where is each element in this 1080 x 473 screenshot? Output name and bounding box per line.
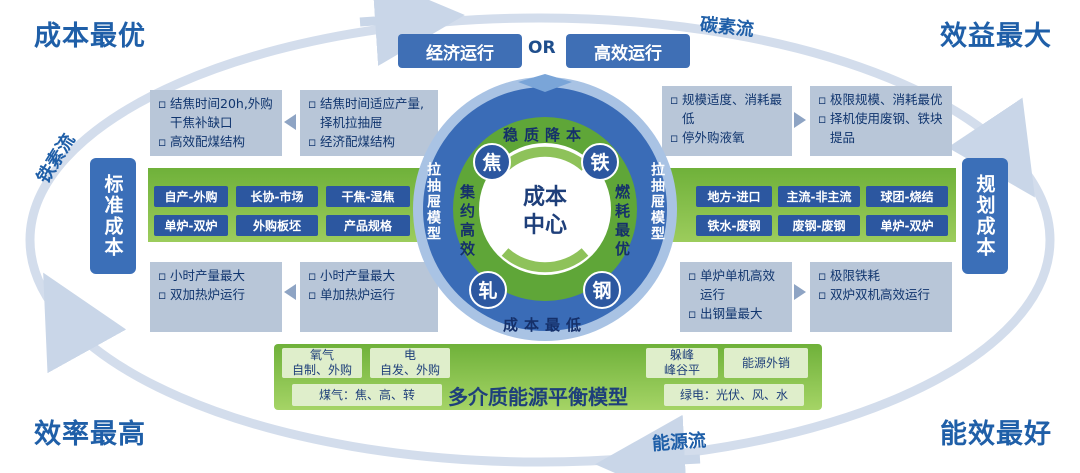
efficient-operation-box: 高效运行	[566, 34, 690, 68]
band-left-r2-c1: 单炉-双炉	[154, 215, 228, 236]
ring-right-text: 燃耗最优	[613, 183, 631, 260]
planned-cost-box: 规划成本	[962, 158, 1008, 274]
band-left-r2-c2: 外购板坯	[236, 215, 318, 236]
band-left-r1-c2: 长协-市场	[236, 186, 318, 207]
inner-arrow-top	[501, 146, 589, 171]
flow-energy-label: 能源流	[651, 430, 707, 455]
inner-arrow-bottom	[501, 248, 589, 273]
band-left-r1-c1: 自产-外购	[154, 186, 228, 207]
node-rolling	[469, 271, 507, 309]
band-right-r1-c3: 球团-烧结	[866, 186, 948, 207]
arrow-right-icon	[794, 112, 806, 128]
drawer-model-left: 拉抽屉模型	[425, 161, 441, 242]
lower-right-inner-box: ▫单炉单机高效运行 ▫出钢量最大	[680, 262, 792, 332]
ring-left-text: 集约高效	[458, 183, 476, 260]
lower-left-inner-box: ▫小时产量最大 ▫单加热炉运行	[300, 262, 438, 332]
upper-left-inner-box: ▫结焦时间适应产量,择机拉抽屉 ▫经济配煤结构	[300, 90, 438, 156]
power-cell: 电自发、外购	[370, 348, 450, 378]
oxygen-cell: 氧气自制、外购	[282, 348, 362, 378]
corner-energy-best: 能效最好	[940, 419, 1052, 450]
band-right-r1-c2: 主流-非主流	[778, 186, 860, 207]
arrow-left-icon	[284, 114, 296, 130]
gas-cell: 煤气：焦、高、转	[292, 384, 442, 406]
node-iron-label: 铁	[590, 151, 609, 174]
energy-export-cell: 能源外销	[724, 348, 808, 378]
drawer-model-right: 拉抽屉模型	[649, 161, 665, 242]
corner-cost-optimal: 成本最优	[34, 21, 146, 52]
energy-model-title: 多介质能源平衡模型	[448, 385, 628, 409]
arrow-right-icon	[794, 284, 806, 300]
standard-cost-box: 标准成本	[90, 158, 136, 274]
upper-right-inner-box: ▫规模适度、消耗最低 ▫停外购液氧	[662, 86, 792, 156]
ring-top-text: 稳质降本	[503, 126, 587, 144]
band-right-r2-c3: 单炉-双炉	[866, 215, 948, 236]
green-power-cell: 绿电：光伏、风、水	[664, 384, 804, 406]
node-steel	[583, 271, 621, 309]
band-left-r1-c3: 干焦-湿焦	[326, 186, 410, 207]
economic-operation-box: 经济运行	[398, 34, 522, 68]
corner-efficiency-high: 效率最高	[34, 419, 146, 450]
band-left-r2-c3: 产品规格	[326, 215, 410, 236]
node-coke-label: 焦	[481, 151, 501, 174]
center-title-line2: 中心	[523, 213, 567, 238]
upper-left-outer-box: ▫结焦时间20h,外购干焦补缺口 ▫高效配煤结构	[150, 90, 282, 156]
node-rolling-label: 轧	[478, 279, 497, 302]
peak-valley-cell: 躲峰峰谷平	[646, 348, 718, 378]
flow-carbon-label: 碳素流	[698, 14, 755, 41]
cost-center-diagram: 焦 铁 轧 钢 成本 中心 稳质降本 成本最低 集约高效 燃耗最优 拉抽屉模型 …	[413, 74, 677, 341]
center-disc	[479, 143, 611, 275]
arrow-left-icon	[284, 284, 296, 300]
corner-benefit-max: 效益最大	[940, 21, 1052, 52]
top-merge-arrow-icon	[518, 74, 572, 92]
band-right-r2-c1: 铁水-废钢	[696, 215, 772, 236]
or-label: OR	[528, 38, 556, 58]
lower-left-outer-box: ▫小时产量最大 ▫双加热炉运行	[150, 262, 282, 332]
node-coke	[473, 143, 511, 181]
lower-right-outer-box: ▫极限铁耗 ▫双炉双机高效运行	[810, 262, 952, 332]
node-steel-label: 钢	[592, 280, 611, 302]
upper-right-outer-box: ▫极限规模、消耗最优 ▫择机使用废钢、铁块提品	[810, 86, 952, 156]
node-iron	[581, 143, 619, 181]
band-right-r1-c1: 地方-进口	[696, 186, 772, 207]
center-title-line1: 成本	[523, 185, 567, 210]
ring-bottom-text: 成本最低	[503, 316, 587, 334]
band-right-r2-c2: 废钢-废钢	[778, 215, 860, 236]
